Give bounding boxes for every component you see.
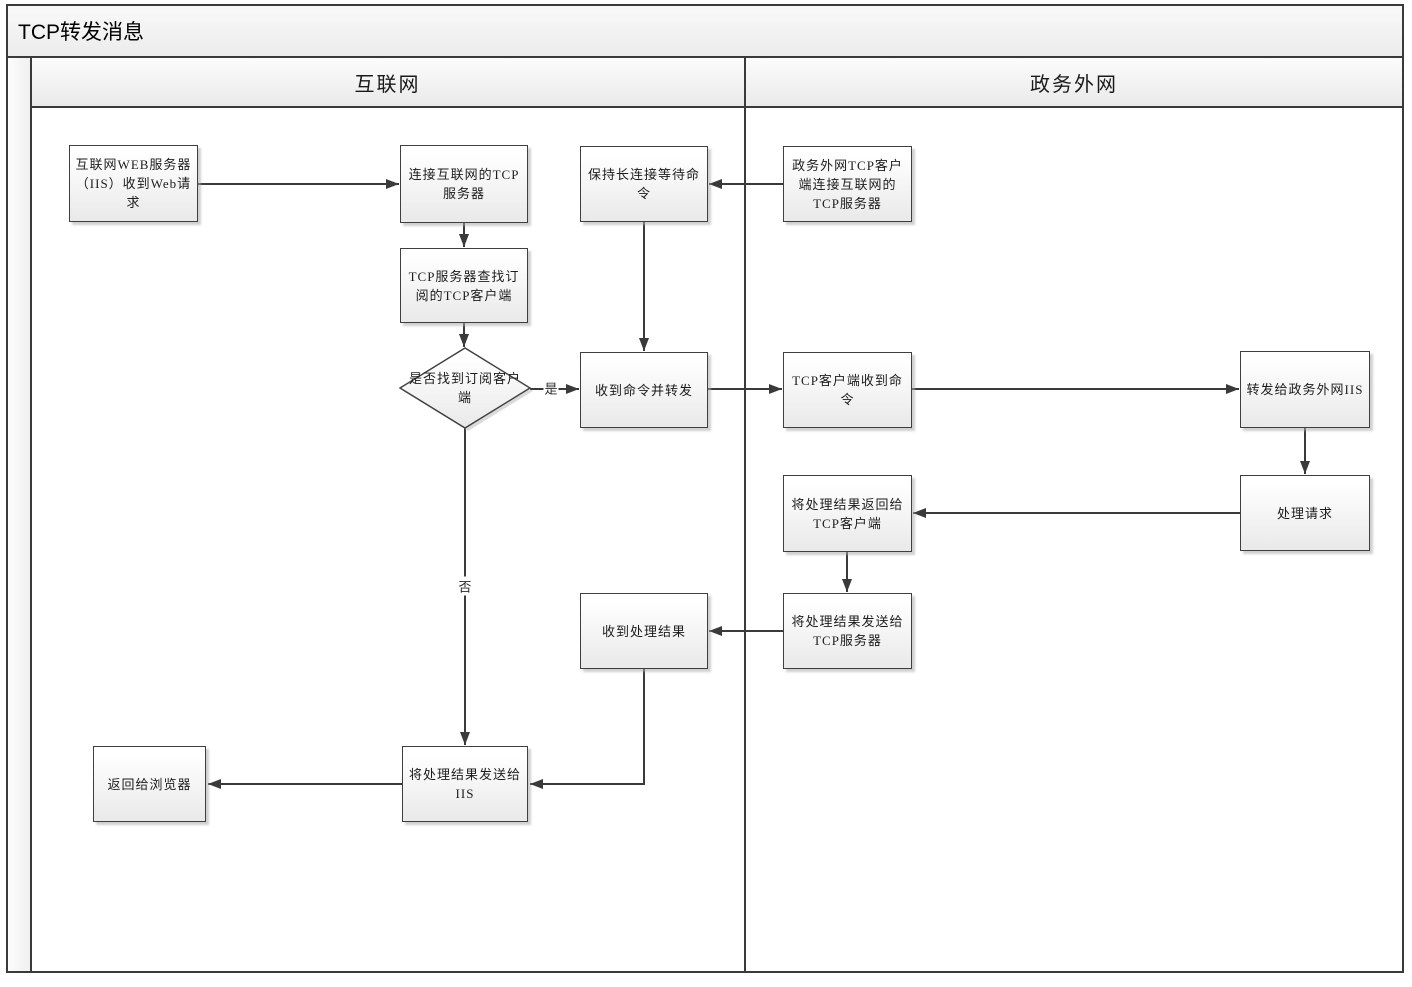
- node-return-browser: 返回给浏览器: [93, 746, 206, 822]
- phase-strip-border-line: [30, 57, 32, 972]
- node-find-subscriber-label: TCP服务器查找订阅的TCP客户端: [408, 268, 520, 303]
- lane-header-gov-extranet: 政务外网: [746, 58, 1402, 106]
- lane-header-internet: 互联网: [31, 58, 744, 106]
- node-process-request: 处理请求: [1240, 475, 1370, 551]
- node-process-request-label: 处理请求: [1276, 505, 1333, 521]
- node-return-browser-label: 返回给浏览器: [107, 776, 192, 792]
- edge-receiveresult-to-sendiis: [530, 669, 645, 789]
- lane-header-gov-extranet-label: 政务外网: [1030, 73, 1118, 96]
- node-receive-result-label: 收到处理结果: [601, 623, 686, 639]
- node-keep-alive: 保持长连接等待命令: [580, 146, 708, 222]
- edge-label-yes: 是: [543, 378, 559, 398]
- node-send-iis: 将处理结果发送给IIS: [402, 746, 528, 822]
- lane-header-separator-line: [31, 106, 1402, 108]
- node-forward-command-label: 收到命令并转发: [594, 382, 693, 398]
- node-forward-command: 收到命令并转发: [580, 352, 708, 428]
- node-gov-client-connect-label: 政务外网TCP客户端连接互联网的TCP服务器: [792, 157, 903, 211]
- node-web-request: 互联网WEB服务器（IIS）收到Web请求: [69, 145, 198, 222]
- lane-header-internet-label: 互联网: [354, 73, 421, 96]
- node-return-result-label: 将处理结果返回给TCP客户端: [791, 496, 904, 531]
- node-keep-alive-label: 保持长连接等待命令: [587, 167, 700, 201]
- phase-strip: [8, 58, 30, 971]
- node-send-iis-label: 将处理结果发送给IIS: [408, 767, 521, 801]
- node-find-subscriber: TCP服务器查找订阅的TCP客户端: [400, 248, 528, 323]
- node-connect-tcp-label: 连接互联网的TCP服务器: [408, 167, 520, 201]
- node-decision-found: 是否找到订阅客户端: [403, 362, 527, 414]
- title-separator-line: [8, 56, 1402, 58]
- node-decision-found-label: 是否找到订阅客户端: [408, 371, 521, 405]
- node-connect-tcp: 连接互联网的TCP服务器: [400, 145, 528, 223]
- node-client-receive-label: TCP客户端收到命令: [792, 373, 903, 407]
- node-web-request-label: 互联网WEB服务器（IIS）收到Web请求: [75, 157, 192, 210]
- diagram-title: TCP转发消息: [18, 21, 144, 44]
- node-send-tcp-server: 将处理结果发送给TCP服务器: [783, 593, 912, 669]
- decision-diamond: [398, 347, 533, 431]
- node-client-receive: TCP客户端收到命令: [783, 352, 912, 428]
- node-return-result: 将处理结果返回给TCP客户端: [783, 475, 912, 552]
- node-receive-result: 收到处理结果: [580, 593, 708, 669]
- node-forward-gov-iis: 转发给政务外网IIS: [1240, 351, 1370, 428]
- node-forward-gov-iis-label: 转发给政务外网IIS: [1246, 382, 1364, 397]
- diagram-title-band: TCP转发消息: [8, 6, 1402, 56]
- node-gov-client-connect: 政务外网TCP客户端连接互联网的TCP服务器: [783, 146, 912, 222]
- edge-label-no: 否: [457, 576, 473, 596]
- node-send-tcp-server-label: 将处理结果发送给TCP服务器: [791, 614, 904, 648]
- lane-divider-line: [744, 57, 746, 972]
